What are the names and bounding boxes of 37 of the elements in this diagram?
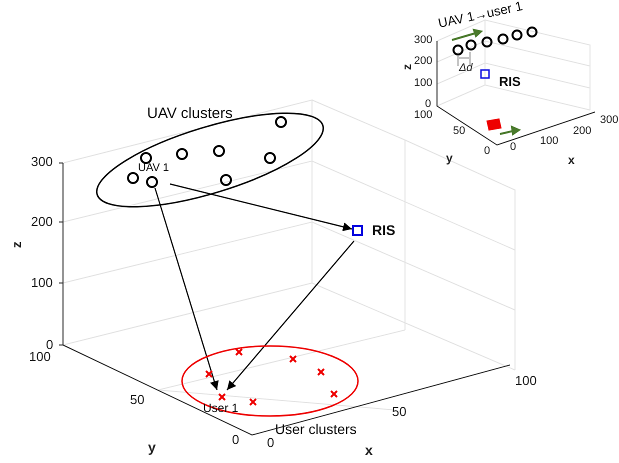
tick-label: 100: [414, 78, 432, 89]
axis-label: x: [568, 154, 575, 166]
tick-label: 200: [573, 126, 592, 137]
axis-label: y: [148, 440, 156, 454]
tick-label: 200: [31, 215, 53, 228]
axis-label: z: [401, 64, 413, 70]
arrow: [170, 183, 352, 232]
tick-label: 50: [392, 405, 406, 418]
tick-label: 0: [232, 433, 240, 446]
cluster-label: User clusters: [275, 422, 357, 436]
arrow: [226, 240, 354, 390]
tick-label: 100: [31, 276, 53, 289]
axis-label: x: [365, 443, 373, 457]
tick-label: 0: [46, 338, 54, 351]
tick-label: 100: [540, 136, 558, 147]
tick-label: 50: [130, 393, 144, 406]
tick-label: 0: [484, 146, 490, 157]
tick-label: 300: [31, 155, 53, 168]
tick-label: 0: [425, 99, 432, 110]
plot-title: UAV 1→user 1: [437, 0, 524, 30]
marker-label: RIS: [372, 223, 396, 237]
dimension-label: Δd: [459, 63, 472, 74]
marker-label: UAV 1: [138, 163, 169, 174]
tick-label: 50: [453, 126, 466, 137]
tick-label: 300: [600, 115, 618, 126]
cluster-label: UAV clusters: [147, 106, 233, 121]
arrow: [154, 188, 219, 390]
tick-label: 300: [414, 35, 432, 46]
tick-label: 100: [515, 374, 537, 387]
tick-label: 0: [510, 142, 516, 153]
tick-label: 100: [414, 110, 432, 121]
tick-label: 0: [267, 436, 274, 449]
axis-label: y: [446, 152, 453, 164]
tick-label: 100: [29, 350, 51, 363]
tick-label: 200: [414, 56, 432, 67]
marker-label: RIS: [499, 75, 521, 88]
axis-label: z: [10, 242, 23, 248]
